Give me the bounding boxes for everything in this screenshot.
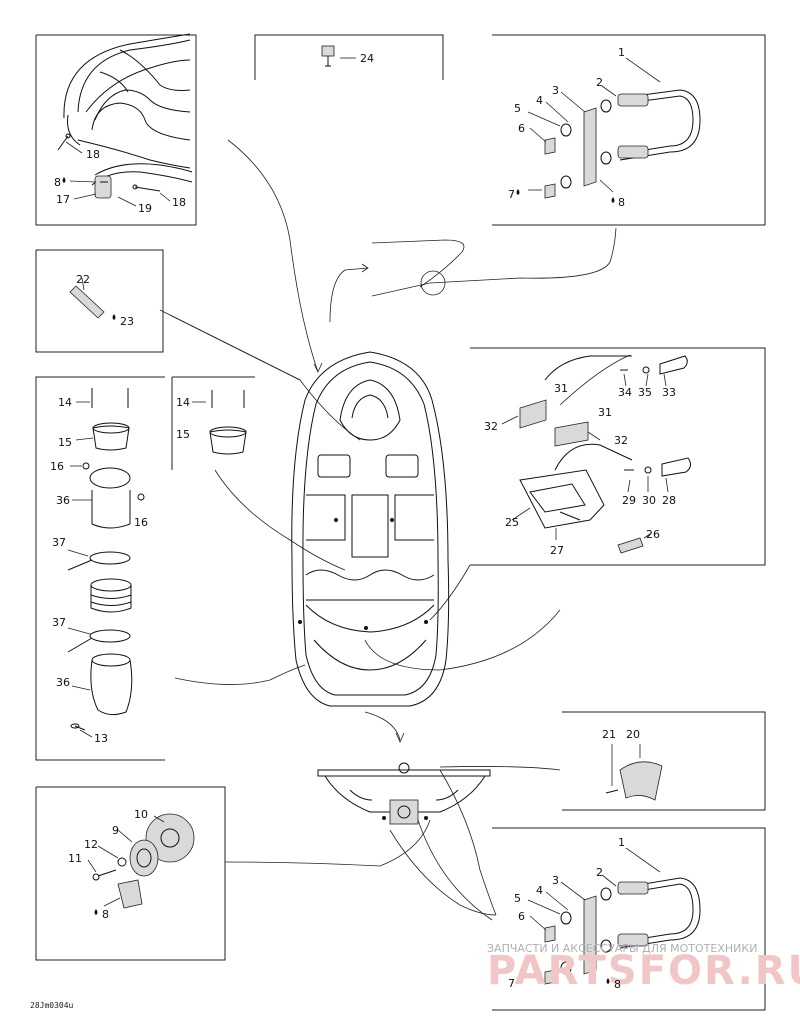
callout-8: 8	[102, 908, 109, 921]
callout-18: 18	[172, 196, 186, 209]
callout-31: 31	[554, 382, 568, 395]
callout-24: 24	[360, 52, 374, 65]
front-tow-eye	[516, 57, 701, 203]
callout-16: 16	[134, 516, 148, 529]
callout-37: 37	[52, 536, 66, 549]
callout-26: 26	[646, 528, 660, 541]
callout-5: 5	[514, 892, 521, 905]
callout-8: 8	[54, 176, 61, 189]
callout-23: 23	[120, 315, 134, 328]
callout-15: 15	[58, 436, 72, 449]
drain-plug-assembly	[87, 813, 195, 915]
callout-6: 6	[518, 910, 525, 923]
callout-19: 19	[138, 202, 152, 215]
watermark: ЗАПЧАСТИ И АКСЕССУАРЫ ДЛЯ МОТОТЕХНИКИ PA…	[487, 942, 800, 994]
hull-top-view	[291, 351, 450, 707]
part-20-cover	[605, 744, 663, 801]
callout-32: 32	[484, 420, 498, 433]
callout-10: 10	[134, 808, 148, 821]
callout-labels: 18 8 17 19 18 24 1 2 3 4 5 6 7 8 22 23 1…	[50, 46, 676, 991]
callout-7: 7	[508, 188, 515, 201]
callout-14: 14	[176, 396, 190, 409]
callout-8: 8	[614, 978, 621, 991]
callout-25: 25	[505, 516, 519, 529]
callout-36: 36	[56, 494, 70, 507]
callout-3: 3	[552, 84, 559, 97]
rear-tow-eye	[516, 847, 701, 985]
callout-21: 21	[602, 728, 616, 741]
leader-paths	[159, 139, 631, 921]
callout-6: 6	[518, 122, 525, 135]
hull-rear-section	[317, 762, 491, 825]
callout-9: 9	[112, 824, 119, 837]
watermark-brand: PARTSFOR.RU	[487, 948, 800, 994]
callout-20: 20	[626, 728, 640, 741]
drain-hose-variant	[192, 390, 247, 455]
callout-32: 32	[614, 434, 628, 447]
callout-33: 33	[662, 386, 676, 399]
panel-frames	[35, 34, 766, 1011]
callout-34: 34	[618, 386, 632, 399]
callout-37: 37	[52, 616, 66, 629]
callout-14: 14	[58, 396, 72, 409]
callout-4: 4	[536, 884, 543, 897]
callout-31: 31	[598, 406, 612, 419]
part-22-rod	[69, 277, 116, 320]
diagram-code: 28Jm0304u	[30, 1001, 74, 1010]
front-bumper-view	[57, 33, 193, 207]
callout-4: 4	[536, 94, 543, 107]
rear-grab-handle	[501, 355, 692, 554]
callout-5: 5	[514, 102, 521, 115]
callout-17: 17	[56, 193, 70, 206]
callout-22: 22	[76, 273, 90, 286]
callout-36: 36	[56, 676, 70, 689]
callout-12: 12	[84, 838, 98, 851]
callout-30: 30	[642, 494, 656, 507]
watermark-tagline: ЗАПЧАСТИ И АКСЕССУАРЫ ДЛЯ МОТОТЕХНИКИ	[487, 942, 757, 955]
callout-35: 35	[638, 386, 652, 399]
drain-hose-assembly	[67, 388, 145, 738]
callout-28: 28	[662, 494, 676, 507]
callout-2: 2	[596, 866, 603, 879]
callout-3: 3	[552, 874, 559, 887]
callout-8: 8	[618, 196, 625, 209]
callout-11: 11	[68, 852, 82, 865]
callout-2: 2	[596, 76, 603, 89]
callout-7: 7	[508, 977, 515, 990]
callout-18: 18	[86, 148, 100, 161]
callout-1: 1	[618, 46, 625, 59]
callout-16: 16	[50, 460, 64, 473]
callout-27: 27	[550, 544, 564, 557]
callout-13: 13	[94, 732, 108, 745]
callout-29: 29	[622, 494, 636, 507]
callout-15: 15	[176, 428, 190, 441]
callout-1: 1	[618, 836, 625, 849]
part-24-fastener	[321, 45, 356, 67]
